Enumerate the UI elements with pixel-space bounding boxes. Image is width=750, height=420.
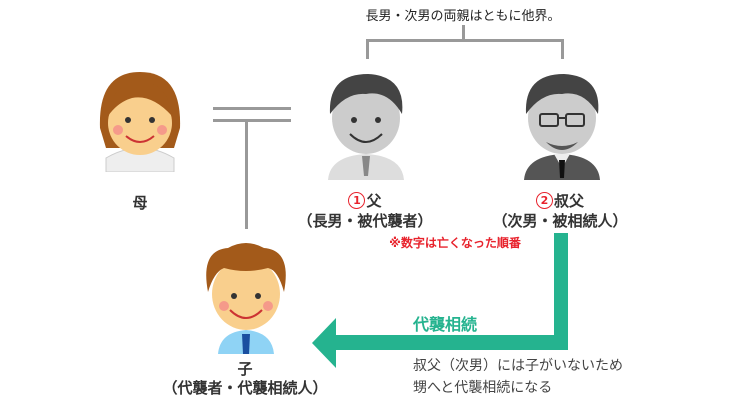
uncle-name-text: 叔父 (553, 192, 584, 210)
mother-avatar (99, 72, 181, 172)
arrow-desc-line1: 叔父（次男）には子がいないため (413, 358, 623, 374)
bracket-left (366, 39, 369, 59)
arrow-head-icon (312, 318, 336, 368)
marriage-line-bottom (213, 119, 291, 122)
father-name-text: 父 (366, 192, 382, 210)
bracket-stem (462, 25, 465, 41)
uncle-avatar (524, 74, 600, 180)
order-note: ※数字は亡くなった順番 (389, 236, 521, 250)
father-avatar (328, 74, 404, 180)
father-role: （長男・被代襲者） (297, 212, 433, 230)
bracket-right (561, 39, 564, 59)
top-note: 長男・次男の両親はともに他界。 (365, 9, 561, 24)
arrow-horizontal (334, 335, 568, 350)
order-number-1: 1 (348, 192, 366, 209)
bracket-bar (366, 39, 564, 42)
child-avatar (206, 243, 286, 354)
child-role: （代襲者・代襲相続人） (162, 379, 328, 397)
arrow-vertical (554, 233, 568, 350)
order-number-2: 2 (535, 192, 553, 209)
child-name: 子 (237, 360, 253, 378)
arrow-desc-line2: 甥へと代襲相続になる (413, 380, 553, 396)
arrow-label: 代襲相続 (413, 315, 478, 334)
marriage-line-top (213, 107, 291, 110)
child-line (245, 121, 248, 229)
uncle-role: （次男・被相続人） (492, 212, 628, 230)
mother-label: 母 (132, 194, 148, 212)
